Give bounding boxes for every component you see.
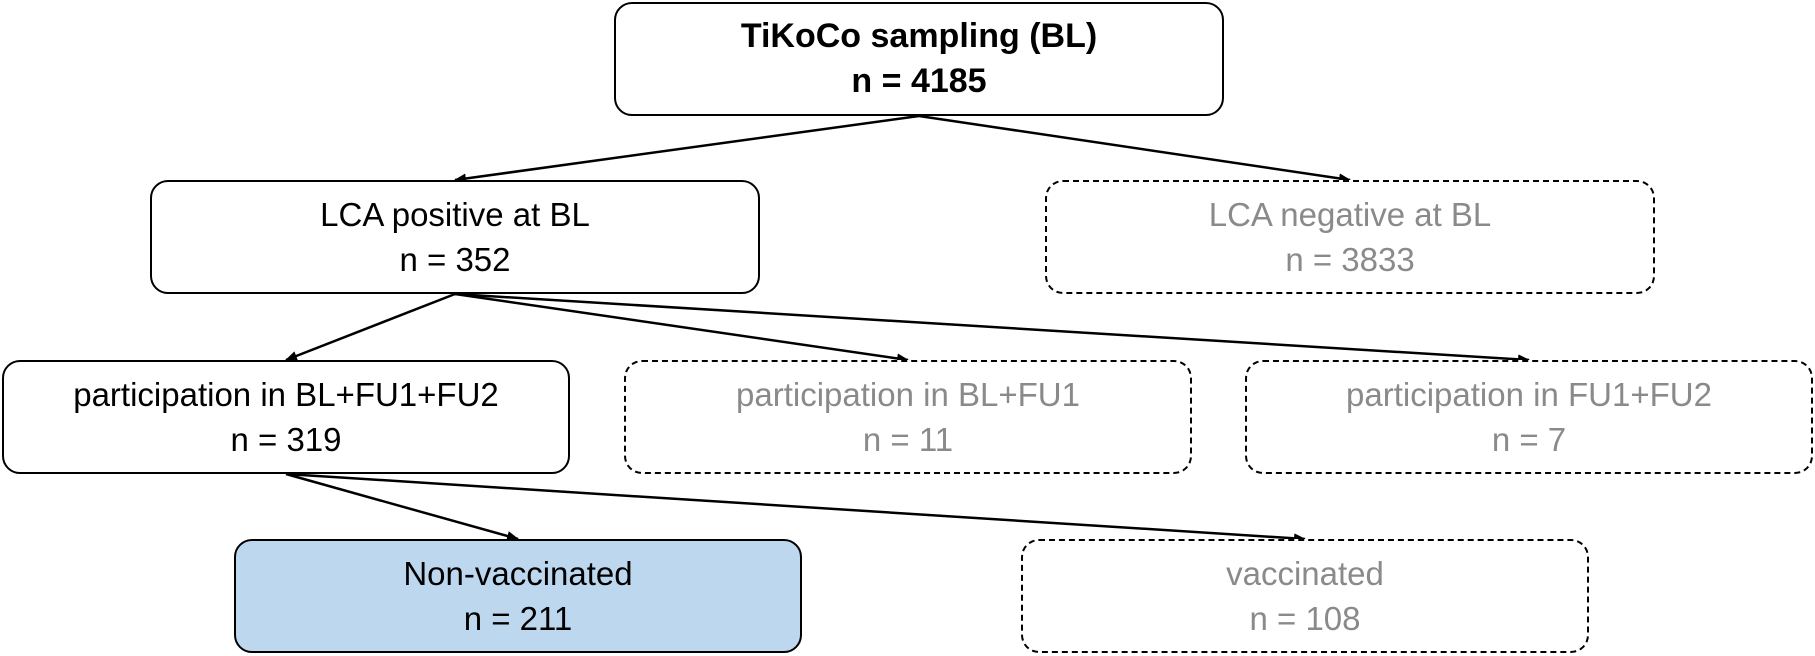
participation-all-count: n = 319 [230,421,342,458]
lca-positive-count: n = 352 [399,241,511,278]
lca-positive-title: LCA positive at BL [320,196,590,233]
lca-negative-title: LCA negative at BL [1208,196,1492,233]
connector-root-to-lca-negative [918,114,1351,184]
participation-all-box: participation in BL+FU1+FU2 n = 319 [2,360,570,474]
connector-participation-all-to-non-vaccinated [285,472,519,541]
non-vaccinated-box: Non-vaccinated n = 211 [234,539,802,653]
participation-bl-fu1-box: participation in BL+FU1 n = 11 [624,360,1192,474]
connector-root-to-lca-positive [454,114,920,184]
non-vaccinated-count: n = 211 [463,600,573,637]
lca-positive-box: LCA positive at BL n = 352 [150,180,760,294]
participation-fu1-fu2-box: participation in FU1+FU2 n = 7 [1245,360,1813,474]
vaccinated-count: n = 108 [1249,600,1361,637]
participation-fu1-fu2-title: participation in FU1+FU2 [1346,376,1712,413]
connector-participation-all-to-vaccinated [285,472,1306,544]
root-count: n = 4185 [851,62,987,100]
vaccinated-box: vaccinated n = 108 [1021,539,1589,653]
participation-bl-fu1-title: participation in BL+FU1 [736,376,1080,413]
participation-fu1-fu2-count: n = 7 [1491,421,1567,458]
participation-bl-fu1-count: n = 11 [862,421,954,458]
non-vaccinated-title: Non-vaccinated [403,555,633,592]
root-title: TiKoCo sampling (BL) [740,17,1098,55]
lca-negative-count: n = 3833 [1285,241,1415,278]
connector-lca-positive-to-participation-fu1-fu2 [454,292,1530,365]
participation-all-title: participation in BL+FU1+FU2 [73,376,499,413]
connector-lca-positive-to-participation-all [285,292,456,362]
lca-negative-box: LCA negative at BL n = 3833 [1045,180,1655,294]
connector-lca-positive-to-participation-bl-fu1 [454,292,909,364]
vaccinated-title: vaccinated [1226,555,1384,592]
root-box: TiKoCo sampling (BL) n = 4185 [614,2,1224,116]
